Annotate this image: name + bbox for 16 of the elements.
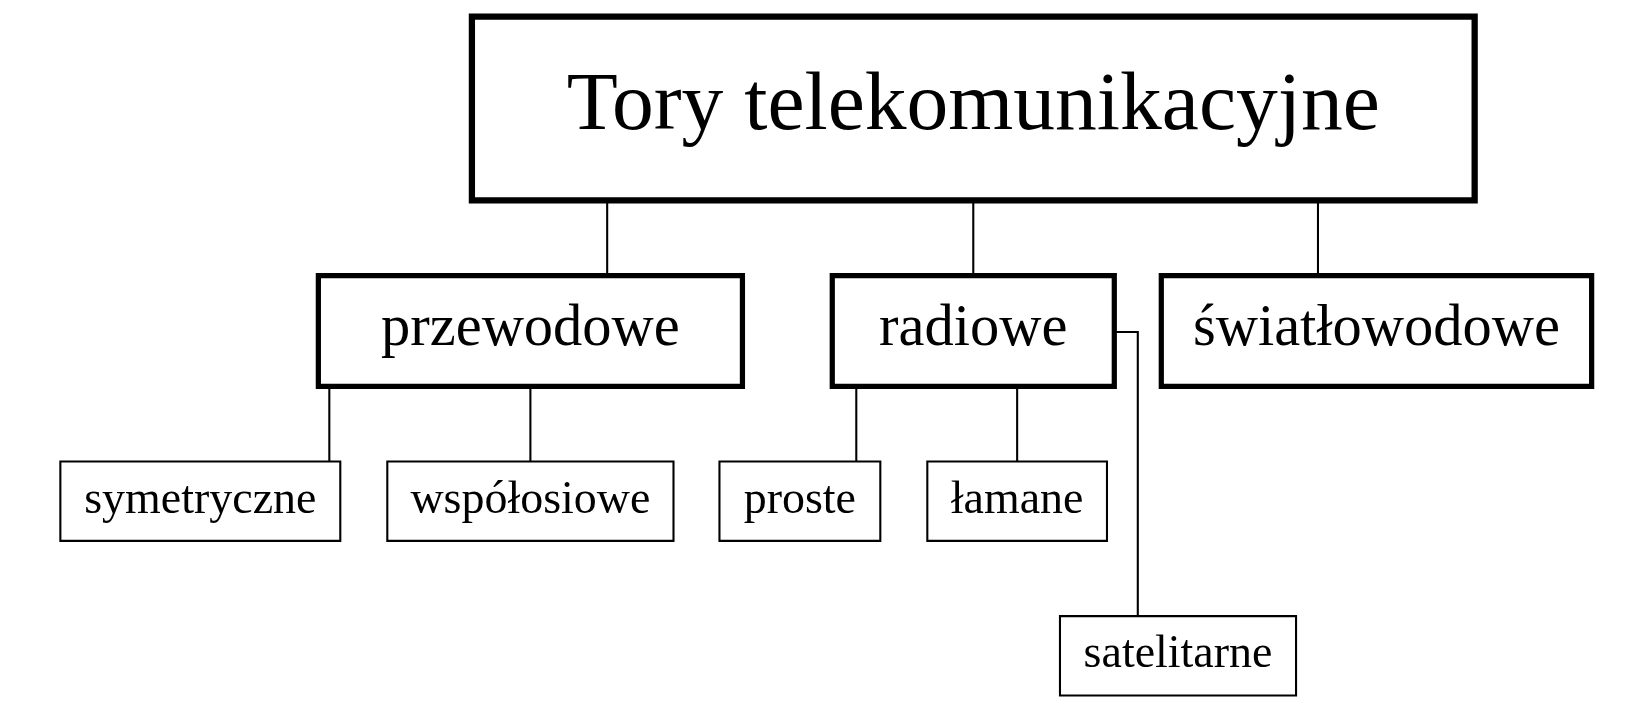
connector bbox=[529, 386, 532, 461]
node-box: przewodowe bbox=[315, 272, 746, 389]
node-box: współosiowe bbox=[386, 460, 675, 542]
connector bbox=[328, 386, 331, 461]
connector bbox=[855, 386, 858, 461]
connector bbox=[1316, 200, 1320, 276]
node-box: łamane bbox=[926, 460, 1109, 542]
node-box: Tory telekomunikacyjne bbox=[468, 13, 1478, 204]
connector bbox=[606, 200, 609, 276]
node-box: światłowodowe bbox=[1158, 272, 1595, 389]
connector bbox=[1016, 386, 1019, 461]
node-box: radiowe bbox=[829, 272, 1117, 389]
node-box: proste bbox=[718, 460, 882, 542]
node-box: satelitarne bbox=[1058, 615, 1298, 697]
node-box: symetryczne bbox=[59, 460, 342, 542]
connector bbox=[972, 200, 975, 276]
